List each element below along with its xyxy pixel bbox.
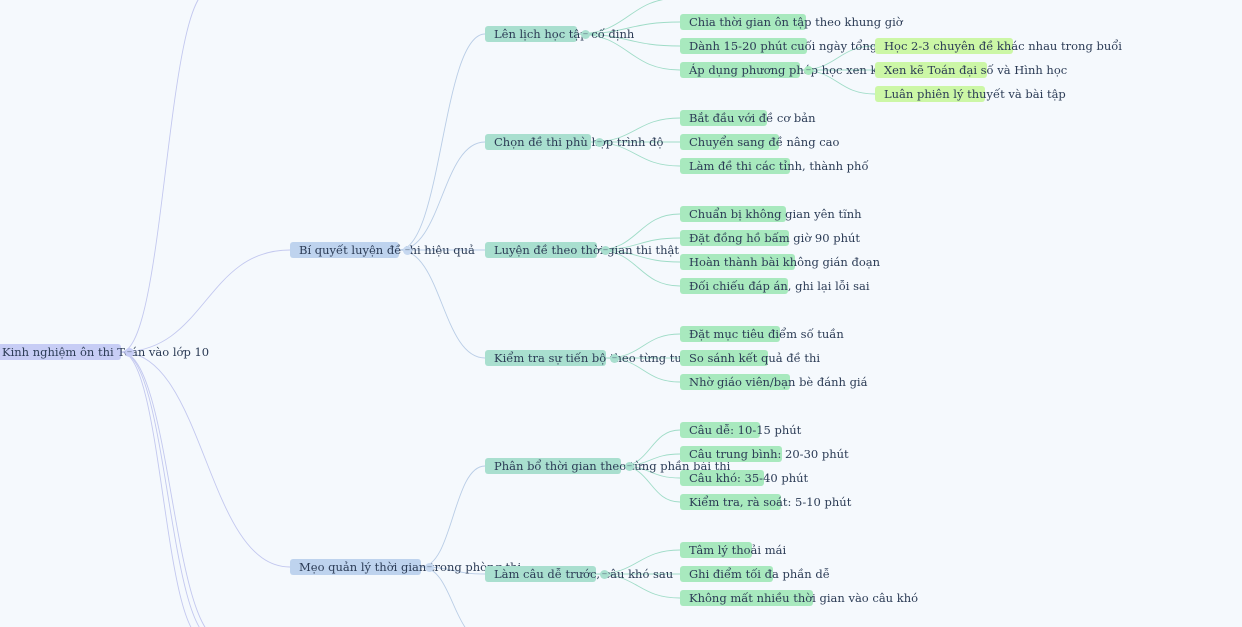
collapse-toggle-a0_3[interactable]: − xyxy=(804,65,813,75)
collapse-toggle-a[interactable]: − xyxy=(403,245,412,255)
link-stub-5 xyxy=(420,566,466,627)
node-a2_3[interactable]: Đối chiếu đáp án, ghi lại lỗi sai xyxy=(680,278,870,294)
node-a0_3_0[interactable]: Học 2-3 chuyên đề khác nhau trong buổi xyxy=(875,38,1122,54)
node-a[interactable]: Bí quyết luyện đề thi hiệu quả xyxy=(290,242,475,258)
collapse-toggle-b0[interactable]: − xyxy=(625,461,634,471)
node-b0_0[interactable]: Câu dễ: 10-15 phút xyxy=(680,422,801,438)
link-a0-a0_3 xyxy=(576,33,681,71)
node-a1_2[interactable]: Làm đề thi các tỉnh, thành phố xyxy=(680,158,868,174)
node-b1_2[interactable]: Không mất nhiều thời gian vào câu khó xyxy=(680,590,918,606)
node-a3_1[interactable]: So sánh kết quả đề thi xyxy=(680,350,820,366)
collapse-toggle-a1[interactable]: − xyxy=(595,137,604,147)
node-a2_2[interactable]: Hoàn thành bài không gián đoạn xyxy=(680,254,880,270)
collapse-toggle-b1[interactable]: − xyxy=(600,569,609,579)
link-stub-4 xyxy=(576,0,664,35)
node-a0_2[interactable]: Dành 15-20 phút cuối ngày tổng hợp xyxy=(680,38,903,54)
node-a2[interactable]: Luyện đề theo thời gian thi thật xyxy=(485,242,679,258)
node-a3_2[interactable]: Nhờ giáo viên/bạn bè đánh giá xyxy=(680,374,867,390)
link-a0-a0_1 xyxy=(576,21,681,35)
link-a-a1 xyxy=(398,141,486,251)
link-a0-a0_2 xyxy=(576,33,681,47)
node-root[interactable]: Kinh nghiệm ôn thi Toán vào lớp 10 xyxy=(0,344,209,360)
node-a0_3_1[interactable]: Xen kẽ Toán đại số và Hình học xyxy=(875,62,1067,78)
node-a2_1[interactable]: Đặt đồng hồ bấm giờ 90 phút xyxy=(680,230,860,246)
node-b0_2[interactable]: Câu khó: 35-40 phút xyxy=(680,470,808,486)
node-a1_0[interactable]: Bắt đầu với đề cơ bản xyxy=(680,110,816,126)
node-b1_1[interactable]: Ghi điểm tối đa phần dễ xyxy=(680,566,830,582)
node-a3_0[interactable]: Đặt mục tiêu điểm số tuần xyxy=(680,326,844,342)
collapse-toggle-a2[interactable]: − xyxy=(601,245,610,255)
link-stub-3 xyxy=(120,351,206,627)
link-a-a0 xyxy=(398,33,486,251)
node-a0[interactable]: Lên lịch học tập cố định xyxy=(485,26,634,42)
link-stub-1 xyxy=(120,351,192,627)
collapse-toggle-a3[interactable]: − xyxy=(610,353,619,363)
collapse-toggle-root[interactable]: − xyxy=(125,347,134,357)
link-root-a xyxy=(120,249,291,353)
node-a3[interactable]: Kiểm tra sự tiến bộ theo từng tuần xyxy=(485,350,696,366)
node-a0_3_2[interactable]: Luân phiên lý thuyết và bài tập xyxy=(875,86,1066,102)
node-a0_1[interactable]: Chia thời gian ôn tập theo khung giờ xyxy=(680,14,903,30)
node-b0_3[interactable]: Kiểm tra, rà soát: 5-10 phút xyxy=(680,494,851,510)
link-stub-0 xyxy=(120,0,199,353)
node-a0_3[interactable]: Áp dụng phương pháp học xen kẽ xyxy=(680,62,884,78)
collapse-toggle-b[interactable]: − xyxy=(425,562,434,572)
link-stub-2 xyxy=(120,351,200,627)
node-b1[interactable]: Làm câu dễ trước, câu khó sau xyxy=(485,566,673,582)
node-b0[interactable]: Phân bổ thời gian theo từng phần bài thi xyxy=(485,458,730,474)
node-a1[interactable]: Chọn đề thi phù hợp trình độ xyxy=(485,134,663,150)
node-a1_1[interactable]: Chuyển sang đề nâng cao xyxy=(680,134,839,150)
node-b[interactable]: Mẹo quản lý thời gian trong phòng thi xyxy=(290,559,521,575)
link-b-b0 xyxy=(420,465,486,568)
link-root-b xyxy=(120,351,291,568)
node-a2_0[interactable]: Chuẩn bị không gian yên tĩnh xyxy=(680,206,862,222)
node-b0_1[interactable]: Câu trung bình: 20-30 phút xyxy=(680,446,849,462)
collapse-toggle-a0[interactable]: − xyxy=(581,29,590,39)
node-b1_0[interactable]: Tâm lý thoải mái xyxy=(680,542,786,558)
link-a-a3 xyxy=(398,249,486,359)
